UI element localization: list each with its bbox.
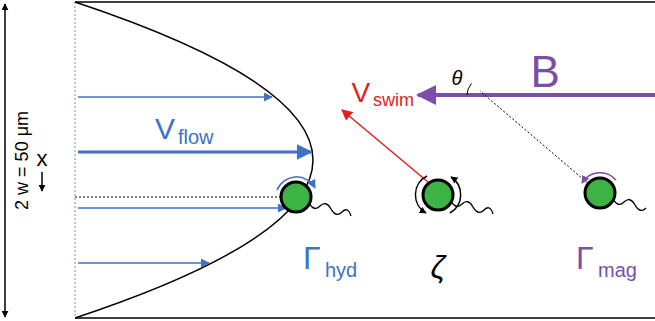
- swimmer: [423, 180, 453, 210]
- flow-arrow: [78, 96, 272, 97]
- flow-arrow: [78, 262, 209, 263]
- torque-symbol: ζ: [431, 251, 446, 285]
- angle-symbol: θ: [452, 68, 463, 89]
- subscript: swim: [373, 91, 414, 110]
- position-line: [75, 197, 281, 198]
- rotation-arrow: [415, 176, 427, 213]
- flagellum: [309, 203, 351, 216]
- rotation-arrow: [582, 173, 616, 183]
- axis-arrow: [41, 172, 43, 191]
- torque-symbol: Γ: [576, 242, 594, 276]
- dimension-arrow: [4, 4, 6, 317]
- channel-wall: [75, 1, 655, 3]
- swim-arrow: [342, 110, 428, 182]
- angle-arc: [467, 84, 472, 96]
- velocity-symbol: V: [352, 78, 371, 107]
- axis-label: x: [37, 147, 48, 170]
- reference-line: [75, 2, 76, 318]
- subscript: flow: [178, 127, 214, 148]
- flagellum: [613, 199, 646, 210]
- rotation-arrow: [450, 177, 461, 213]
- channel-wall: [75, 317, 655, 319]
- subscript: mag: [598, 260, 637, 281]
- swimmer: [281, 182, 311, 212]
- field-symbol: B: [531, 49, 560, 95]
- torque-symbol: Γ: [303, 242, 321, 276]
- flow-profile: [75, 2, 313, 318]
- flow-arrow: [78, 207, 286, 208]
- swimmer: [585, 178, 615, 208]
- subscript: hyd: [325, 260, 357, 281]
- velocity-symbol: V: [155, 113, 175, 145]
- flow-arrow: [78, 151, 311, 154]
- rotation-arrow: [277, 177, 315, 190]
- dimension-label: 2 w = 50 μm: [13, 110, 32, 209]
- orientation-line: [480, 91, 590, 185]
